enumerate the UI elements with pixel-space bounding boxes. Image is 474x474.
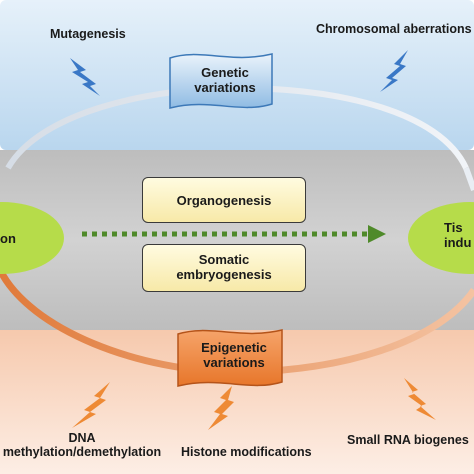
lightning-orange-center-icon: [208, 386, 234, 430]
genetic-variations-label: Genetic variations: [194, 65, 256, 95]
right-oval-label: Tis indu: [444, 220, 472, 250]
left-oval: [0, 202, 64, 274]
organogenesis-label: Organogenesis: [176, 192, 272, 208]
organogenesis-box: Organogenesis: [142, 177, 306, 223]
histone-modifications-label: Histone modifications: [181, 445, 312, 459]
left-oval-label: on: [0, 231, 16, 246]
lightning-blue-right-icon: [380, 50, 408, 92]
lightning-orange-left-icon: [72, 382, 110, 428]
somatic-embryogenesis-label: Somatic embryogenesis: [176, 252, 272, 282]
lightning-orange-right-icon: [404, 378, 436, 420]
chromosomal-aberrations-label: Chromosomal aberrations: [316, 22, 472, 36]
right-oval: [408, 202, 474, 274]
epigenetic-banner: [177, 329, 283, 387]
epigenetic-variations-label: Epigenetic variations: [201, 340, 267, 370]
lightning-blue-left-icon: [70, 58, 100, 96]
mutagenesis-label: Mutagenesis: [50, 27, 126, 41]
small-rna-label: Small RNA biogenes: [347, 433, 469, 447]
dna-methylation-label: DNA methylation/demethylation: [2, 431, 162, 460]
genetic-banner: [169, 53, 273, 109]
dotted-arrow-head: [368, 225, 386, 243]
somatic-embryogenesis-box: Somatic embryogenesis: [142, 244, 306, 292]
